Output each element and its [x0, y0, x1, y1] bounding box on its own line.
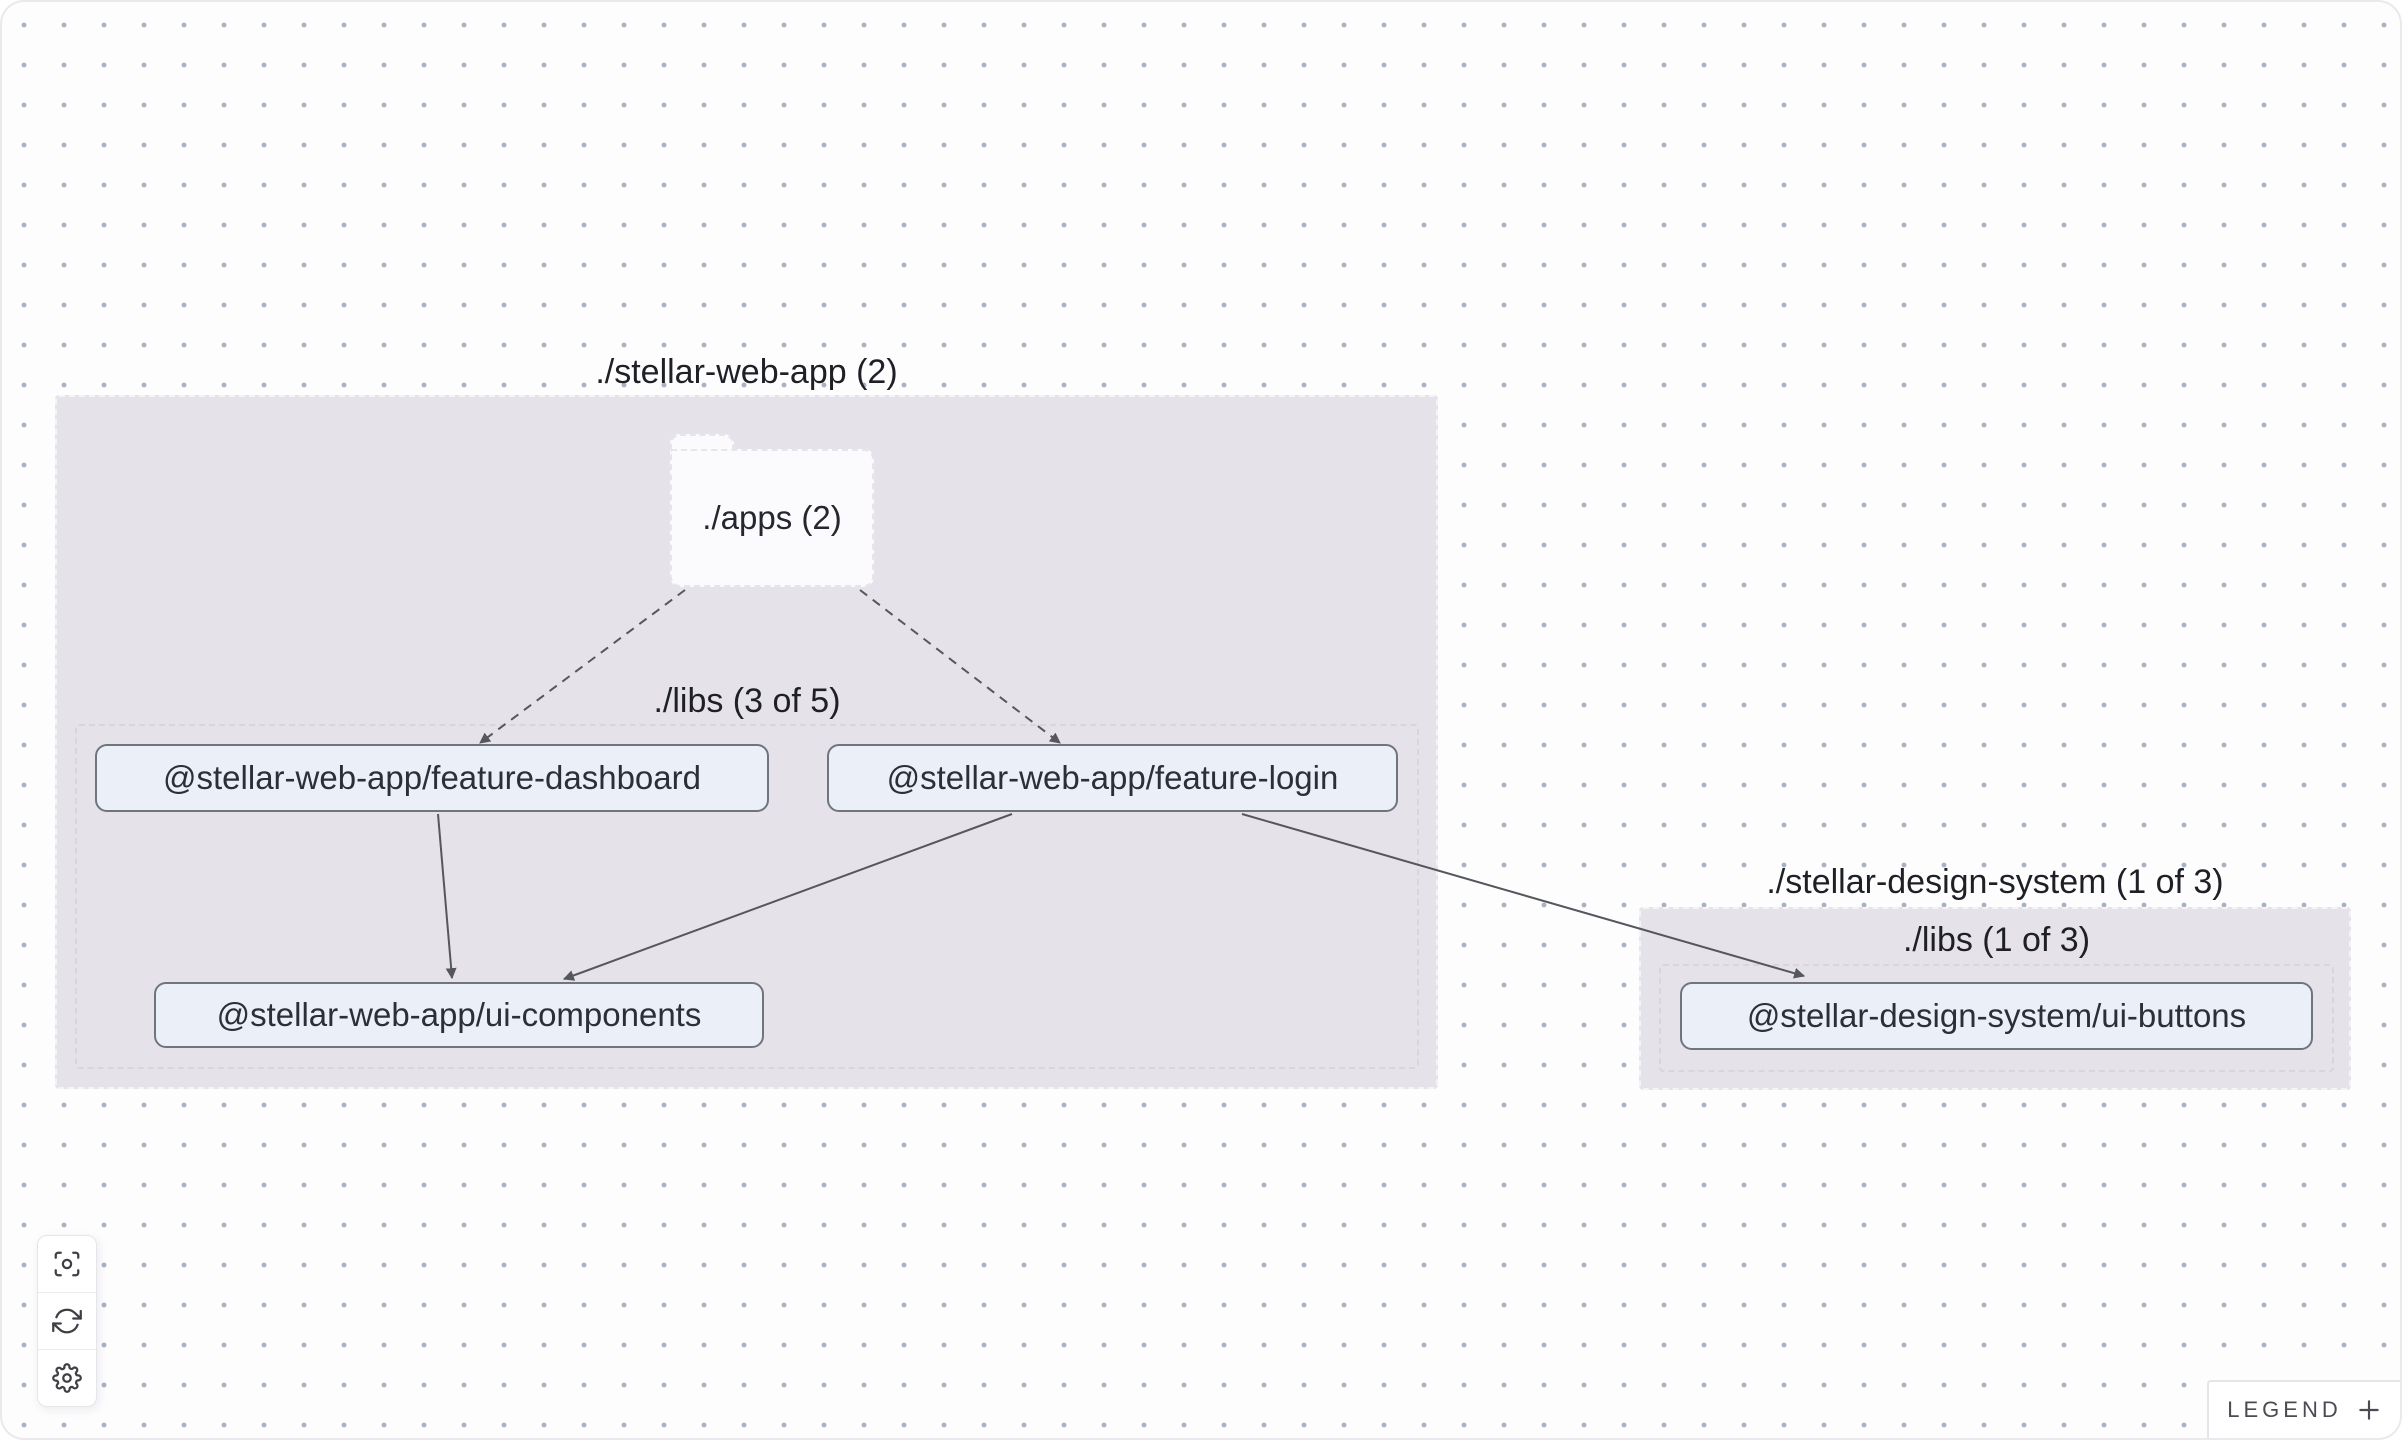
edge-feature-login-to-ui-components[interactable] — [562, 813, 1013, 981]
reset-graph-button[interactable] — [38, 1292, 96, 1349]
folder-node-apps-label: ./apps (2) — [670, 449, 874, 587]
plus-icon — [2358, 1400, 2379, 1420]
legend-label: LEGEND — [2227, 1397, 2342, 1422]
node-feature-dashboard[interactable]: @stellar-web-app/feature-dashboard — [95, 744, 769, 812]
edge-apps-to-feature-login[interactable] — [859, 589, 1061, 744]
group-container-design-system-libs — [1659, 964, 2334, 1072]
node-ui-buttons[interactable]: @stellar-design-system/ui-buttons — [1680, 982, 2313, 1050]
group-container-web-app-libs — [75, 724, 1419, 1069]
group-label-design-system-libs: ./libs (1 of 3) — [1902, 921, 2091, 959]
node-ui-components[interactable]: @stellar-web-app/ui-components — [154, 982, 764, 1048]
gear-icon — [52, 1363, 82, 1393]
refresh-icon — [52, 1308, 82, 1334]
group-label-web-app-libs: ./libs (3 of 5) — [653, 682, 841, 720]
container-label-stellar-web-app: ./stellar-web-app (2) — [595, 353, 898, 391]
focus-icon — [54, 1251, 80, 1277]
graph-toolbar — [37, 1235, 97, 1407]
container-label-stellar-design-system: ./stellar-design-system (1 of 3) — [1766, 863, 2224, 901]
edge-apps-to-feature-dashboard[interactable] — [479, 589, 686, 744]
legend-button[interactable]: LEGEND — [2207, 1380, 2400, 1438]
settings-button[interactable] — [38, 1349, 96, 1406]
node-feature-login[interactable]: @stellar-web-app/feature-login — [827, 744, 1398, 812]
edge-feature-login-to-ui-buttons[interactable] — [1241, 813, 1806, 979]
zoom-to-fit-button[interactable] — [38, 1236, 96, 1292]
edge-feature-dashboard-to-ui-components[interactable] — [437, 813, 457, 980]
folder-node-apps[interactable]: ./apps (2) — [670, 434, 874, 587]
